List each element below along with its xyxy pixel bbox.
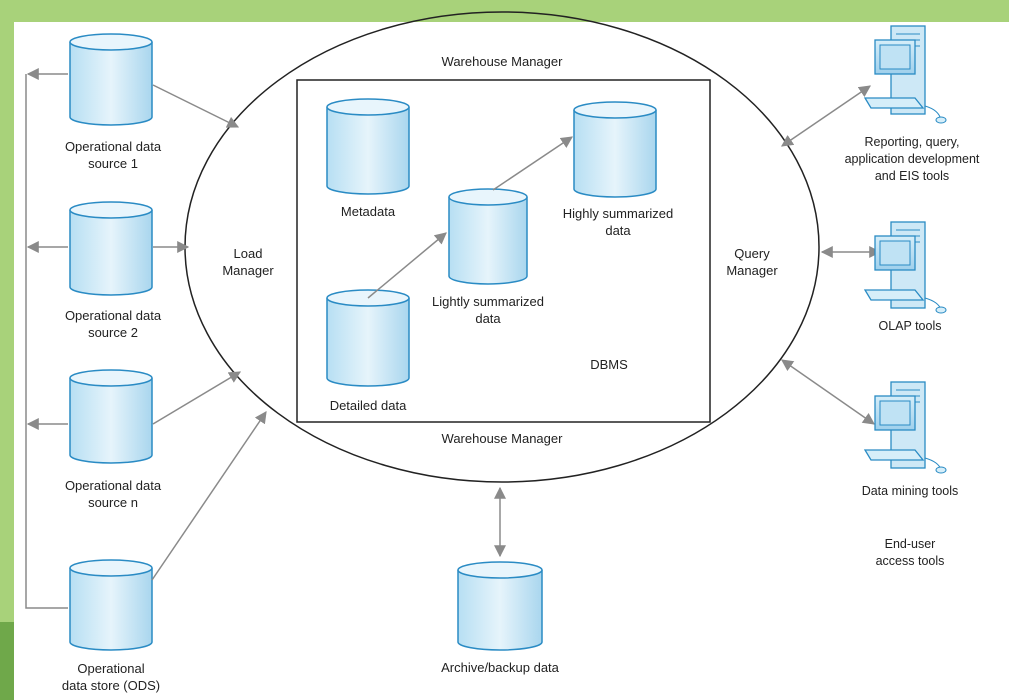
warehouse-manager-top-label: Warehouse Manager <box>442 54 564 69</box>
detailed-data-cylinder <box>326 289 410 387</box>
metadata-label: Metadata <box>341 204 396 219</box>
mining-tools-label: Data mining tools <box>862 484 959 498</box>
sourcen-label-line1: Operational data <box>65 478 162 493</box>
source2-label-line2: source 2 <box>88 325 138 340</box>
reporting-tools-label-line2: application development <box>845 152 980 166</box>
computer-icon <box>863 25 947 124</box>
ods-label-line1: Operational <box>77 661 144 676</box>
ods-cylinder <box>69 559 153 651</box>
query-manager-label-line2: Manager <box>726 263 778 278</box>
detailed-data-label: Detailed data <box>330 398 407 413</box>
load-manager-label-line2: Manager <box>222 263 274 278</box>
olap-tools-label: OLAP tools <box>878 319 941 333</box>
warehouse-manager-bottom-label: Warehouse Manager <box>442 431 564 446</box>
highly-summarized-label-line2: data <box>605 223 631 238</box>
arrow-ods-to-load <box>151 411 267 581</box>
archive-cylinder <box>457 561 543 651</box>
computer-icon <box>863 221 947 314</box>
sourcen-cylinder <box>69 369 153 464</box>
reporting-tools-label-line1: Reporting, query, <box>865 135 960 149</box>
lightly-summarized-label-line1: Lightly summarized <box>432 294 544 309</box>
dark-green-corner <box>0 622 14 700</box>
dbms-box <box>296 79 711 423</box>
archive-label: Archive/backup data <box>441 660 560 675</box>
lightly-summarized-label-line2: data <box>475 311 501 326</box>
end-user-label-line2: access tools <box>876 554 945 568</box>
reporting-tools-label-line3: and EIS tools <box>875 169 949 183</box>
sourcen-label-line2: source n <box>88 495 138 510</box>
arrow-lightly-to-highly <box>492 136 573 191</box>
green-left-band <box>0 0 14 700</box>
dbms-label: DBMS <box>590 357 628 372</box>
arrow-query-reporting <box>781 85 871 147</box>
query-manager-label-line1: Query <box>734 246 770 261</box>
source-bracket-line <box>25 74 68 609</box>
arrow-detailed-to-lightly <box>367 232 447 299</box>
metadata-cylinder <box>326 98 410 195</box>
computer-icon <box>863 381 947 474</box>
source2-label-line1: Operational data <box>65 308 162 323</box>
arrow-sourcen-to-load <box>152 371 242 425</box>
load-manager-label-line1: Load <box>234 246 263 261</box>
arrow-source1-to-load <box>152 84 240 128</box>
highly-summarized-label-line1: Highly summarized <box>563 206 674 221</box>
source2-cylinder <box>69 201 153 296</box>
highly-summarized-cylinder <box>573 101 657 198</box>
green-top-band <box>0 0 1009 22</box>
source1-cylinder <box>69 33 153 126</box>
ods-label-line2: data store (ODS) <box>62 678 160 693</box>
lightly-summarized-cylinder <box>448 188 528 285</box>
source1-label-line1: Operational data <box>65 139 162 154</box>
source1-label-line2: source 1 <box>88 156 138 171</box>
arrow-query-mining <box>781 359 875 425</box>
end-user-label-line1: End-user <box>885 537 936 551</box>
